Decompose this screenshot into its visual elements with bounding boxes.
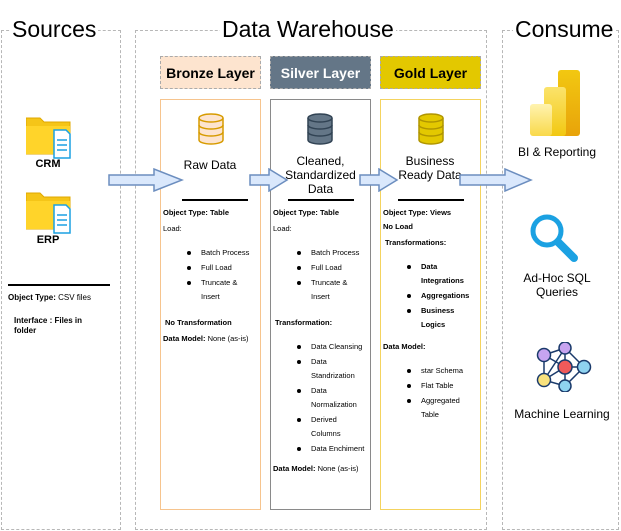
list-item: star Schema [405,364,479,378]
gold-details: Object Type: Views No Load Transformatio… [383,208,479,427]
bi-reporting-label: BI & Reporting [517,145,597,159]
list-item: Data Normalization [295,384,361,412]
silver-divider [288,199,354,201]
bronze-layer-box [160,99,261,510]
erp-label: ERP [36,234,60,246]
bronze-object-type: Object Type: Table [163,208,229,217]
silver-transformation-list: Data Cleansing Data Standrization Data N… [295,340,369,456]
arrow-silver-to-gold [359,167,399,197]
erp-folder-icon [25,187,72,240]
bronze-data-model: Data Model: None (as-is) [163,334,249,343]
machine-learning-label: Machine Learning [514,407,610,421]
silver-database-icon [307,113,333,150]
list-item: Batch Process [185,246,259,260]
arrow-sources-to-bronze [108,167,185,197]
neural-network-icon [534,341,592,397]
bronze-database-icon [198,113,224,150]
silver-object-type: Object Type: Table [273,208,339,217]
list-item: Data Enchiment [295,442,369,456]
gold-transformations-label: Transformations: [385,238,447,247]
silver-center-text: Cleaned, Standardized Data [285,154,356,196]
list-item: Derived Columns [295,413,349,441]
list-item: Business Logics [405,304,461,332]
list-item: Data Standrization [295,355,355,383]
ad-hoc-sql-label: Ad-Hoc SQL Queries [523,271,591,299]
bronze-load-list: Batch Process Full Load Truncate & Inser… [185,246,259,304]
search-icon [528,212,584,267]
crm-label: CRM [35,158,61,170]
gold-divider [398,199,464,201]
sources-interface: Interface : Files in folder [14,316,83,335]
list-item: Flat Table [405,379,479,393]
silver-details: Object Type: Table Load: Batch Process F… [273,208,369,474]
list-item: Aggregations [405,289,479,303]
list-item: Truncate & Insert [185,276,249,304]
bronze-no-transformation: No Transformation [165,318,232,327]
bronze-center-text: Raw Data [183,158,237,172]
gold-layer-box [380,99,481,510]
silver-load-label: Load: [273,224,292,233]
sources-object-type: Object Type: CSV files [8,293,91,302]
bronze-divider [182,199,248,201]
sources-container [1,30,121,530]
silver-layer-header: Silver Layer [270,56,371,89]
silver-load-list: Batch Process Full Load Truncate & Inser… [295,246,369,304]
list-item: Full Load [295,261,369,275]
bronze-load-label: Load: [163,224,182,233]
power-bi-icon [530,70,582,143]
list-item: Truncate & Insert [295,276,359,304]
silver-data-model: Data Model: None (as-is) [273,464,359,473]
sources-divider [8,284,110,286]
gold-layer-header: Gold Layer [380,56,481,89]
gold-data-model-label: Data Model: [383,342,426,351]
gold-data-model-list: star Schema Flat Table Aggregated Table [405,364,479,422]
arrow-bronze-to-silver [249,167,289,197]
bronze-details: Object Type: Table Load: Batch Process F… [163,208,259,344]
gold-transformation-list: Data Integrations Aggregations Business … [405,260,479,332]
gold-no-load: No Load [383,222,413,231]
silver-transformation-label: Transformation: [275,318,333,327]
arrow-gold-to-consume [459,167,533,197]
list-item: Batch Process [295,246,369,260]
warehouse-title: Data Warehouse [220,16,396,43]
silver-layer-box [270,99,371,510]
list-item: Aggregated Table [405,394,461,422]
list-item: Full Load [185,261,259,275]
list-item: Data Cleansing [295,340,369,354]
gold-object-type: Object Type: Views [383,208,452,217]
crm-folder-icon [25,112,72,165]
bronze-layer-header: Bronze Layer [160,56,261,89]
list-item: Data Integrations [405,260,464,288]
consume-title: Consume [513,16,616,43]
gold-database-icon [418,113,444,150]
gold-center-text: Business Ready Data [398,154,462,182]
sources-title: Sources [10,16,99,43]
